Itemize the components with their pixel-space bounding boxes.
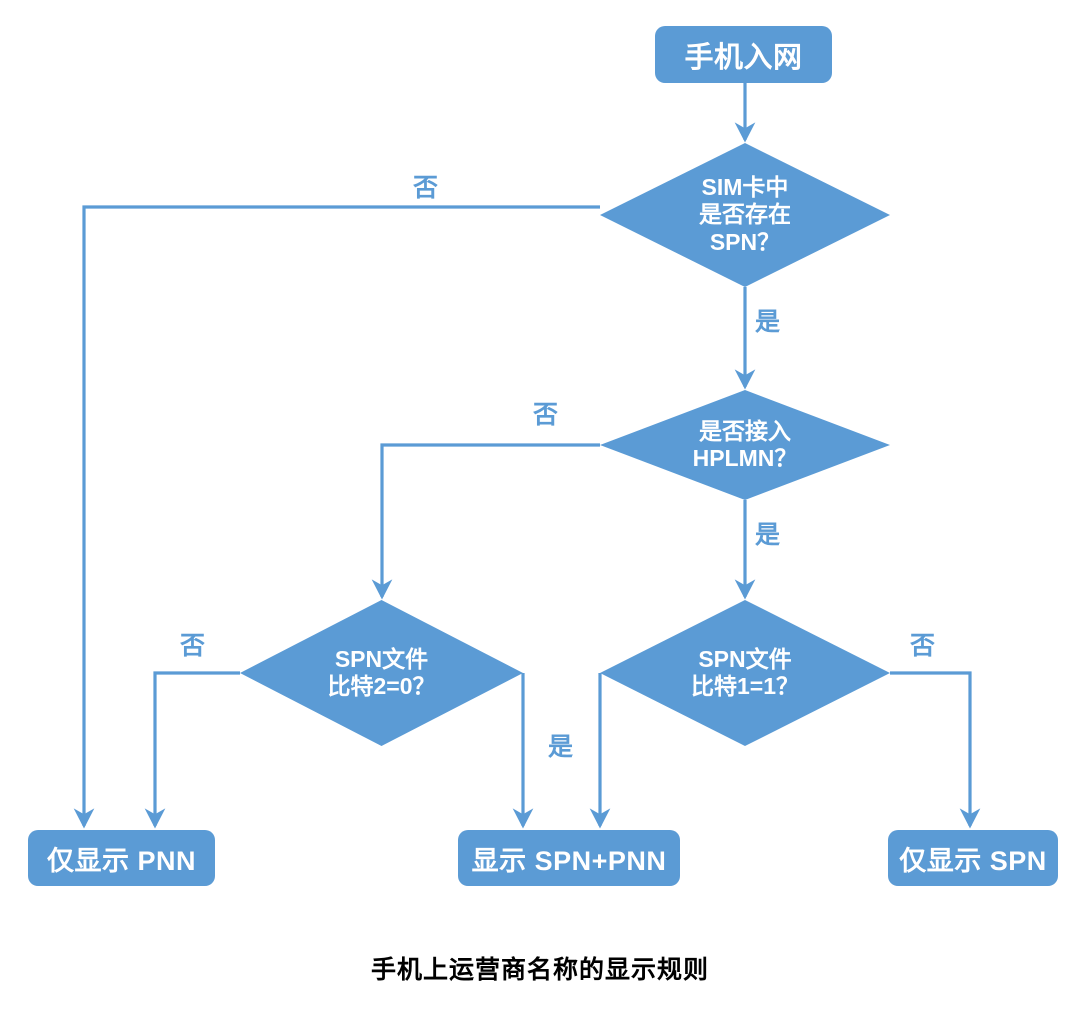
- edge-d4-no-to-spn: [890, 671, 981, 829]
- node-decision-spn-in-sim-label: SIM卡中 是否存在 SPN？: [699, 174, 791, 255]
- edge-d2-no-to-d3: [371, 443, 600, 600]
- node-output-pnn-only-label: 仅显示 PNN: [46, 845, 196, 876]
- diamond-shape: [600, 143, 890, 287]
- node-decision-hplmn[interactable]: 是否接入 HPLMN？: [600, 390, 890, 500]
- edge-label-d2-no: 否: [533, 401, 559, 429]
- diamond-shape: [600, 600, 890, 746]
- edge-label-d1-no: 否: [413, 174, 439, 202]
- diagram-caption: 手机上运营商名称的显示规则: [370, 956, 709, 984]
- node-output-spn-plus-pnn-label: 显示 SPN+PNN: [471, 845, 667, 876]
- node-decision-spn-bit2-label: SPN文件 比特2=0？: [327, 645, 436, 699]
- edge-d1-no-to-pnn: [73, 205, 600, 829]
- node-decision-spn-bit1[interactable]: SPN文件 比特1=1？: [600, 600, 890, 746]
- node-decision-spn-in-sim[interactable]: SIM卡中 是否存在 SPN？: [600, 143, 890, 287]
- node-start[interactable]: 手机入网: [655, 26, 832, 83]
- node-output-spn-only[interactable]: 仅显示 SPN: [888, 830, 1058, 886]
- edge-label-d3-yes: 是: [548, 733, 574, 761]
- node-decision-spn-bit2[interactable]: SPN文件 比特2=0？: [240, 600, 523, 746]
- edge-label-d1-yes: 是: [755, 308, 781, 336]
- node-output-spn-plus-pnn[interactable]: 显示 SPN+PNN: [458, 830, 680, 886]
- node-decision-spn-bit1-label: SPN文件 比特1=1？: [690, 645, 799, 699]
- edge-d3-no-to-pnn: [144, 671, 240, 829]
- diamond-shape: [600, 390, 890, 500]
- node-output-spn-only-label: 仅显示 SPN: [899, 845, 1047, 876]
- edge-label-d2-yes: 是: [755, 521, 781, 549]
- edge-label-d4-no: 否: [910, 632, 936, 660]
- node-output-pnn-only[interactable]: 仅显示 PNN: [28, 830, 215, 886]
- node-start-label: 手机入网: [684, 41, 803, 74]
- diamond-shape: [240, 600, 523, 746]
- node-decision-hplmn-label: 是否接入 HPLMN？: [692, 417, 798, 471]
- edge-label-d3-no: 否: [180, 632, 206, 660]
